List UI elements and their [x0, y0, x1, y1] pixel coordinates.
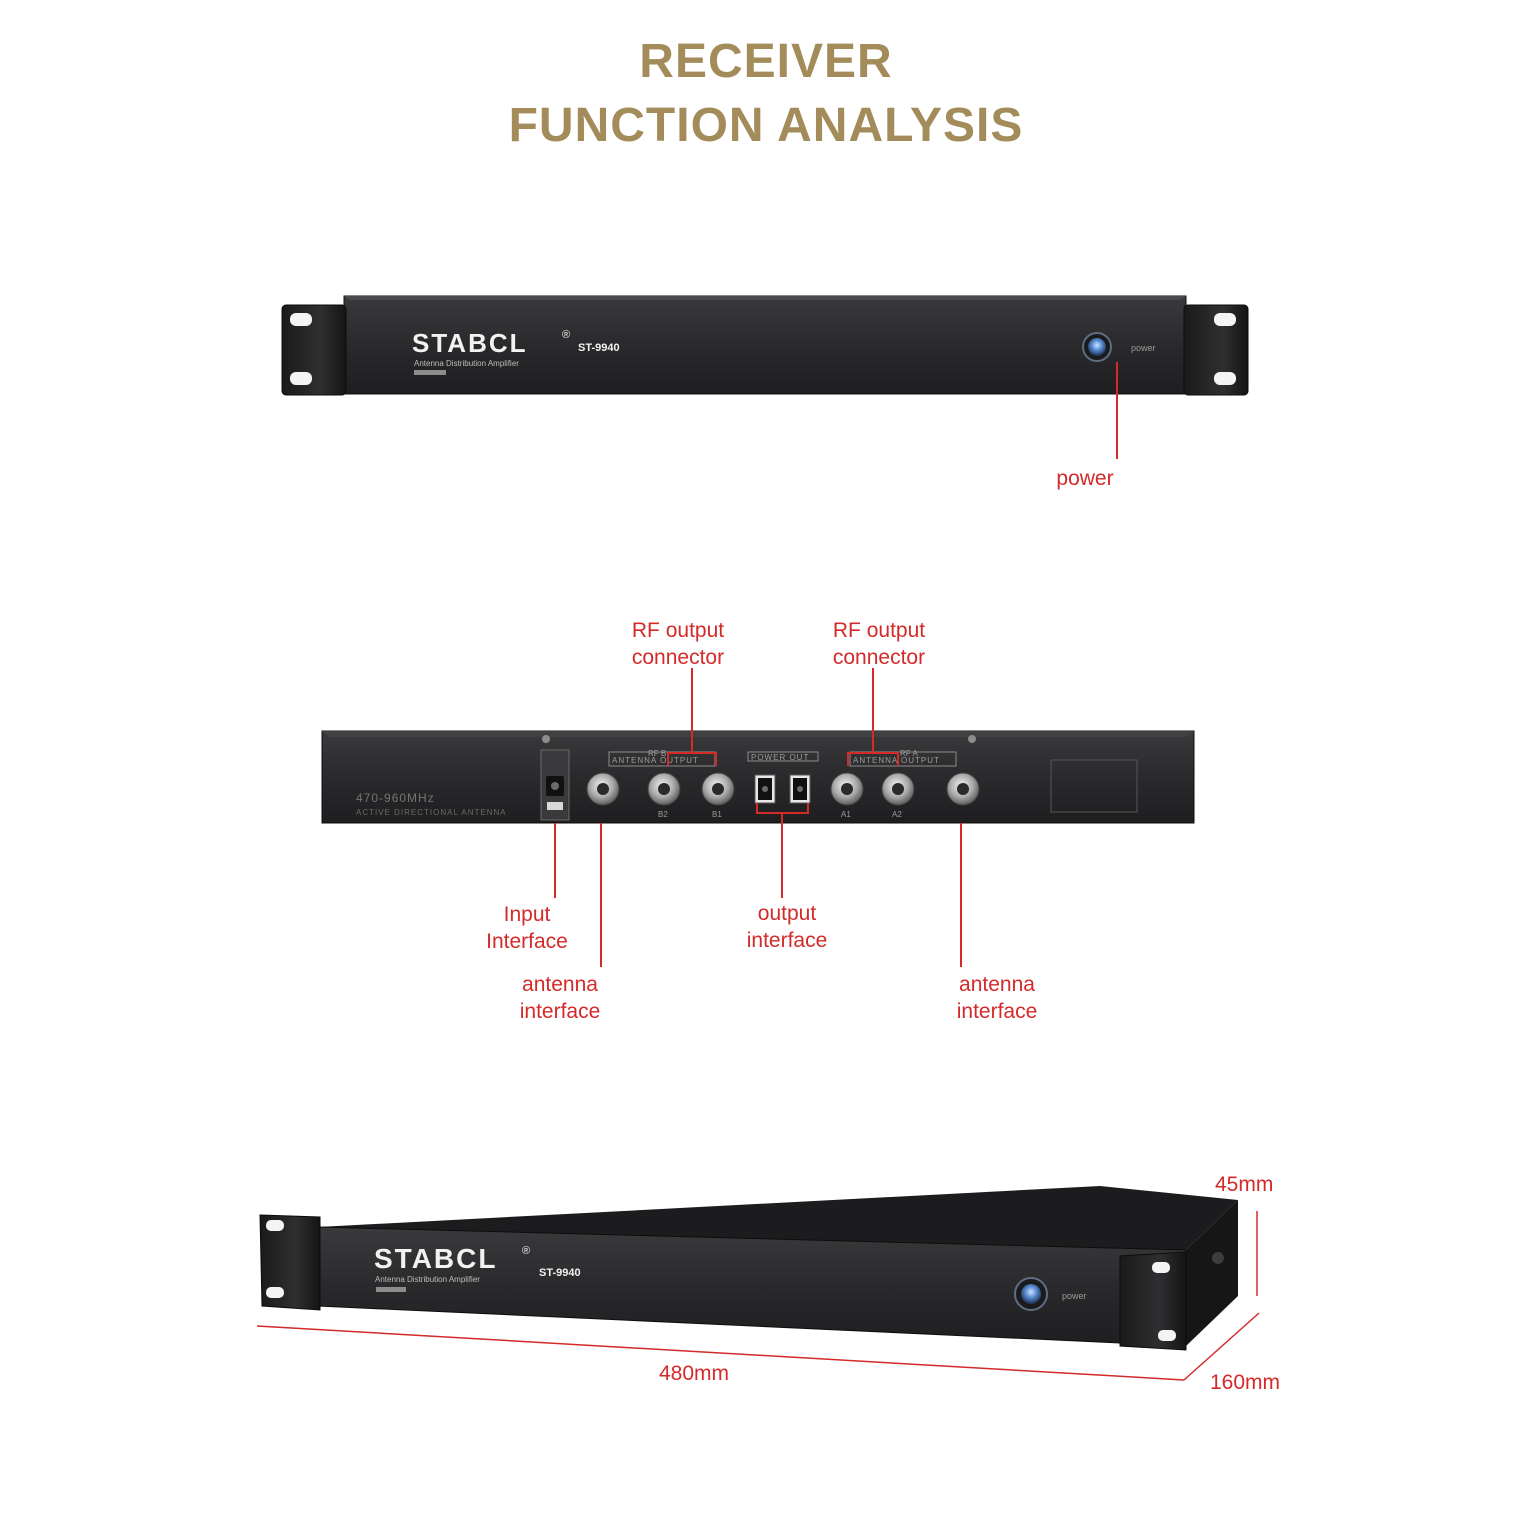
svg-text:RF A: RF A [900, 749, 918, 758]
callout-output-interface-line1: output [757, 902, 817, 925]
svg-text:ST-9940: ST-9940 [578, 342, 620, 354]
callout-antenna-interface-left: antenna interface [507, 971, 613, 1025]
callout-antenna-interface-left-line1: antenna [522, 973, 598, 996]
svg-text:®: ® [522, 1245, 530, 1257]
brand-logo: STABCL [412, 328, 528, 358]
rear-panel: 470-960MHz ACTIVE DIRECTIONAL ANTENNA AN… [321, 730, 1195, 824]
dc-output-jack-1[interactable] [754, 774, 776, 804]
callout-power: power [1056, 467, 1114, 490]
callout-rf-output-right-line2: connector [832, 646, 926, 669]
rack-ear-left [281, 304, 347, 396]
callout-output-interface-line2: interface [746, 929, 828, 952]
callout-rf-output-left-line2: connector [631, 646, 725, 669]
page-title-line2: FUNCTION ANALYSIS [508, 99, 1024, 152]
bnc-antenna-in-b[interactable] [586, 772, 620, 806]
port-label-b2: B2 [658, 810, 668, 819]
dimension-lines [256, 1211, 1260, 1381]
svg-text:Antenna Distribution Amplifier: Antenna Distribution Amplifier [375, 1275, 480, 1284]
svg-text:ACTIVE DIRECTIONAL ANTENNA: ACTIVE DIRECTIONAL ANTENNA [356, 808, 507, 817]
page-title-line1: RECEIVER [639, 35, 893, 88]
svg-text:470-960MHz: 470-960MHz [356, 791, 435, 805]
perspective-view: STABCL ® ST-9940 Antenna Distribution Am… [259, 1186, 1238, 1351]
dimension-height: 45mm [1215, 1173, 1274, 1196]
port-label-b1: B1 [712, 810, 722, 819]
bnc-output-a1[interactable] [830, 772, 864, 806]
dc-output-jack-2[interactable] [789, 774, 811, 804]
callout-antenna-interface-right-line1: antenna [959, 973, 1035, 996]
callout-rf-output-right: RF output connector [816, 617, 942, 671]
svg-text:RF B: RF B [648, 749, 666, 758]
callout-rf-output-left: RF output connector [615, 617, 741, 671]
svg-text:power: power [1062, 1291, 1087, 1301]
callout-antenna-interface-right-line2: interface [956, 1000, 1038, 1023]
bnc-output-b1[interactable] [701, 772, 735, 806]
svg-text:STABCL: STABCL [374, 1243, 497, 1274]
callout-rf-output-right-line1: RF output [832, 619, 926, 642]
svg-text:ANTENNA OUTPUT: ANTENNA OUTPUT [612, 756, 699, 765]
rear-callout-lines [554, 668, 962, 967]
bnc-antenna-in-a[interactable] [946, 772, 980, 806]
bnc-output-b2[interactable] [647, 772, 681, 806]
callout-antenna-interface-right: antenna interface [944, 971, 1050, 1025]
dimension-width: 480mm [659, 1362, 730, 1385]
callout-output-interface: output interface [734, 900, 840, 954]
svg-text:ANTENNA OUTPUT: ANTENNA OUTPUT [853, 756, 940, 765]
callout-input-interface-line1: Input [503, 903, 551, 926]
bnc-output-a2[interactable] [881, 772, 915, 806]
callout-antenna-interface-left-line2: interface [519, 1000, 601, 1023]
callout-input-interface: Input Interface [474, 901, 580, 955]
callout-rf-output-left-line1: RF output [631, 619, 725, 642]
port-label-a1: A1 [841, 810, 851, 819]
svg-text:ST-9940: ST-9940 [539, 1267, 581, 1279]
dimension-depth: 160mm [1210, 1371, 1281, 1394]
callout-input-interface-line2: Interface [486, 930, 568, 953]
svg-text:POWER OUT: POWER OUT [751, 753, 809, 762]
rack-ear-right [1183, 304, 1249, 396]
svg-text:power: power [1131, 343, 1156, 353]
front-panel: STABCL ® ST-9940 Antenna Distribution Am… [281, 295, 1249, 396]
svg-text:®: ® [562, 329, 570, 341]
svg-text:Antenna Distribution Amplifier: Antenna Distribution Amplifier [414, 359, 519, 368]
port-label-a2: A2 [892, 810, 902, 819]
